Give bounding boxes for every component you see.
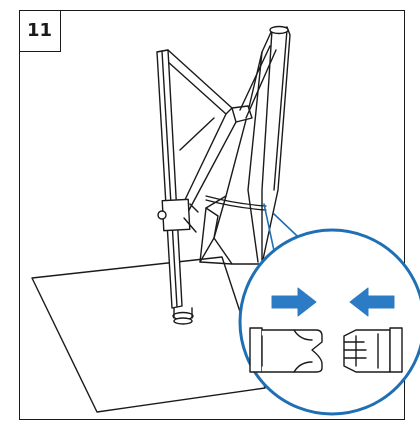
buckle-female-icon xyxy=(249,327,323,373)
arrow-right-icon xyxy=(271,287,317,317)
buckle-detail-callout xyxy=(238,228,420,416)
support-arm xyxy=(156,45,277,213)
folded-canopy xyxy=(199,25,291,265)
arrow-left-icon xyxy=(349,287,395,317)
step-number-badge: 11 xyxy=(19,10,61,52)
buckle-male-icon xyxy=(343,327,403,373)
ground-sheet xyxy=(31,256,266,413)
umbrella-mast xyxy=(156,49,199,325)
canopy-strap xyxy=(205,195,267,207)
